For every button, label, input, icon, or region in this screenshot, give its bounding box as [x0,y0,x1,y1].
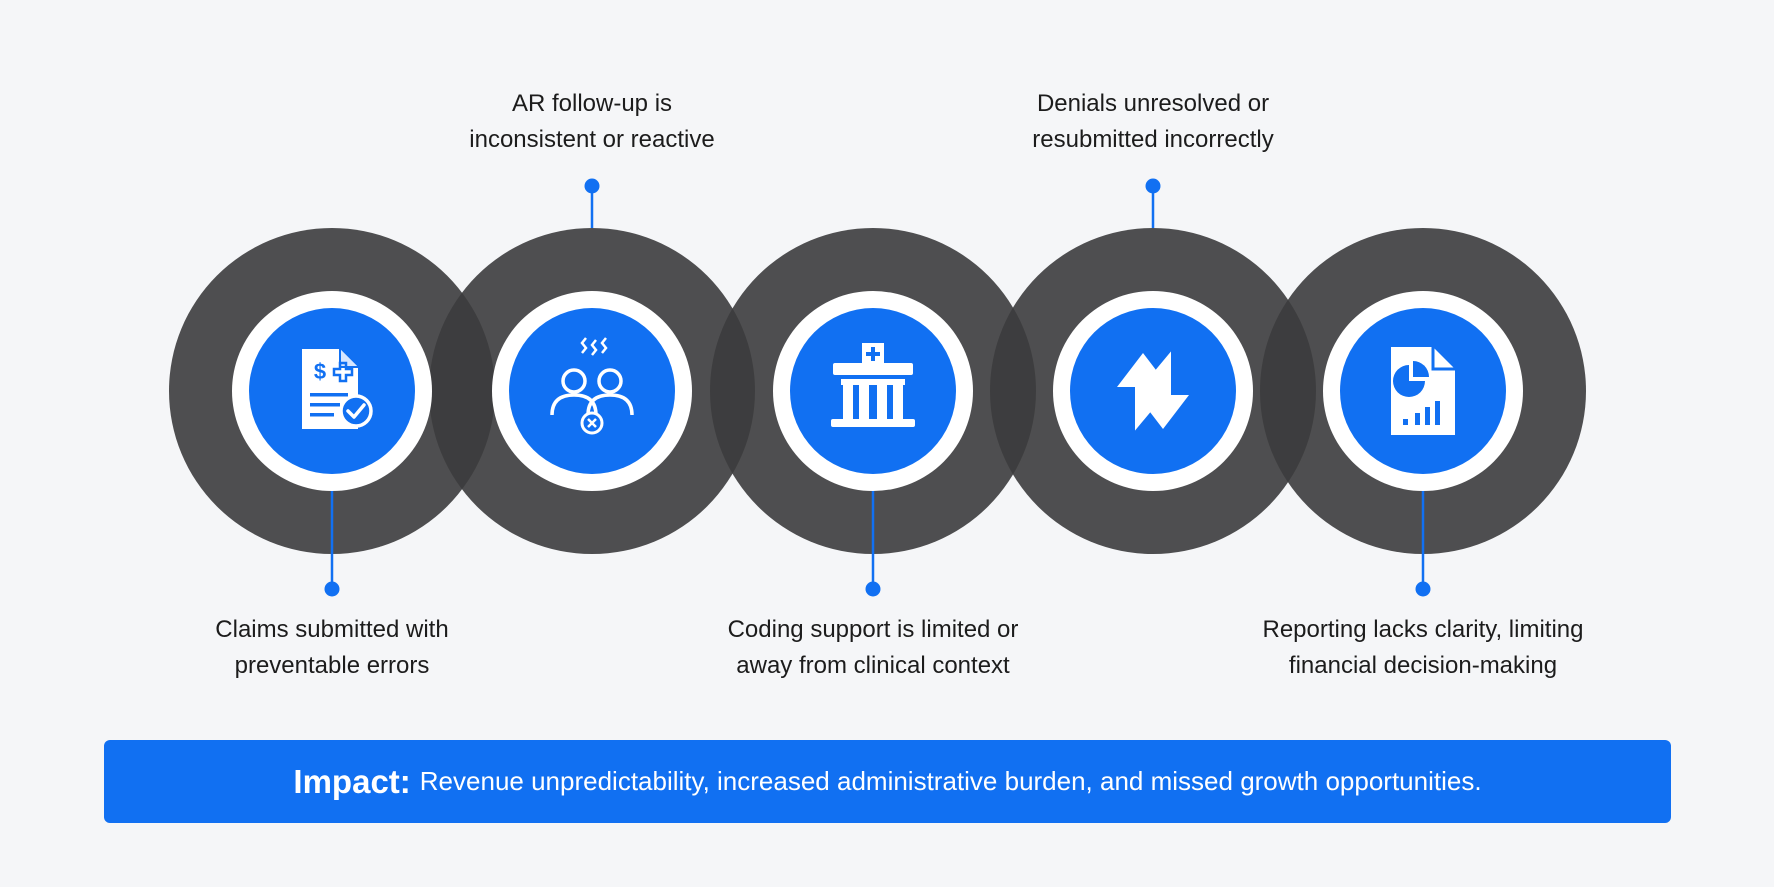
impact-banner: Impact: Revenue unpredictability, increa… [104,740,1671,823]
impact-lead: Impact: [293,762,411,800]
step-5-connector-dot [1415,581,1431,597]
step-5-label: Reporting lacks clarity, limiting financi… [1213,612,1633,684]
step-3-label-line: away from clinical context [736,652,1010,679]
step-4-label: Denials unresolved or resubmitted incorre… [943,86,1363,158]
step-2-badge [492,291,692,491]
step-4-label-line: resubmitted incorrectly [1032,126,1274,153]
step-3-connector-dot [865,581,881,597]
impact-text: Revenue unpredictability, increased admi… [419,766,1482,796]
step-5-badge [1323,291,1523,491]
step-1-label-line: Claims submitted with [215,616,449,643]
step-3-label-line: Coding support is limited or [727,616,1019,643]
icon-discs [232,291,1523,491]
step-1-label-line: preventable errors [234,652,430,679]
step-2-label: AR follow-up is inconsistent or reactive [382,86,802,158]
step-1-label: Claims submitted with preventable errors [122,612,542,684]
step-3-label: Coding support is limited or away from cl… [663,612,1083,684]
step-5-label-line: Reporting lacks clarity, limiting [1262,616,1584,643]
step-2-connector-dot [584,178,600,194]
connector-lines [324,178,1431,597]
step-5-label-line: financial decision-making [1288,652,1558,679]
report-chart-document-icon [1389,345,1457,437]
step-3-badge [773,291,973,491]
step-2-label-line: AR follow-up is [511,90,673,117]
step-1-connector-dot [324,581,340,597]
step-4-connector-dot [1145,178,1161,194]
step-4-badge [1053,291,1253,491]
step-2-label-line: inconsistent or reactive [469,126,715,153]
step-4-label-line: Denials unresolved or [1036,90,1270,117]
step-1-badge [232,291,432,491]
